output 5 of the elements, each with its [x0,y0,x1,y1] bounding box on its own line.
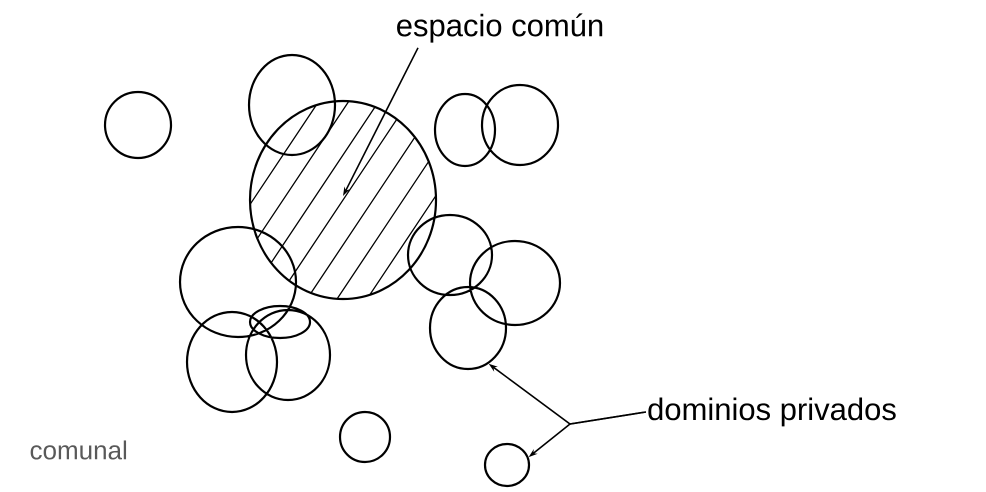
circle-shape [484,442,530,488]
text-label: espacio común [397,13,602,43]
text-label: dominios privados [648,398,896,426]
circle-shape [428,286,508,370]
text-label: comunal [30,440,126,460]
